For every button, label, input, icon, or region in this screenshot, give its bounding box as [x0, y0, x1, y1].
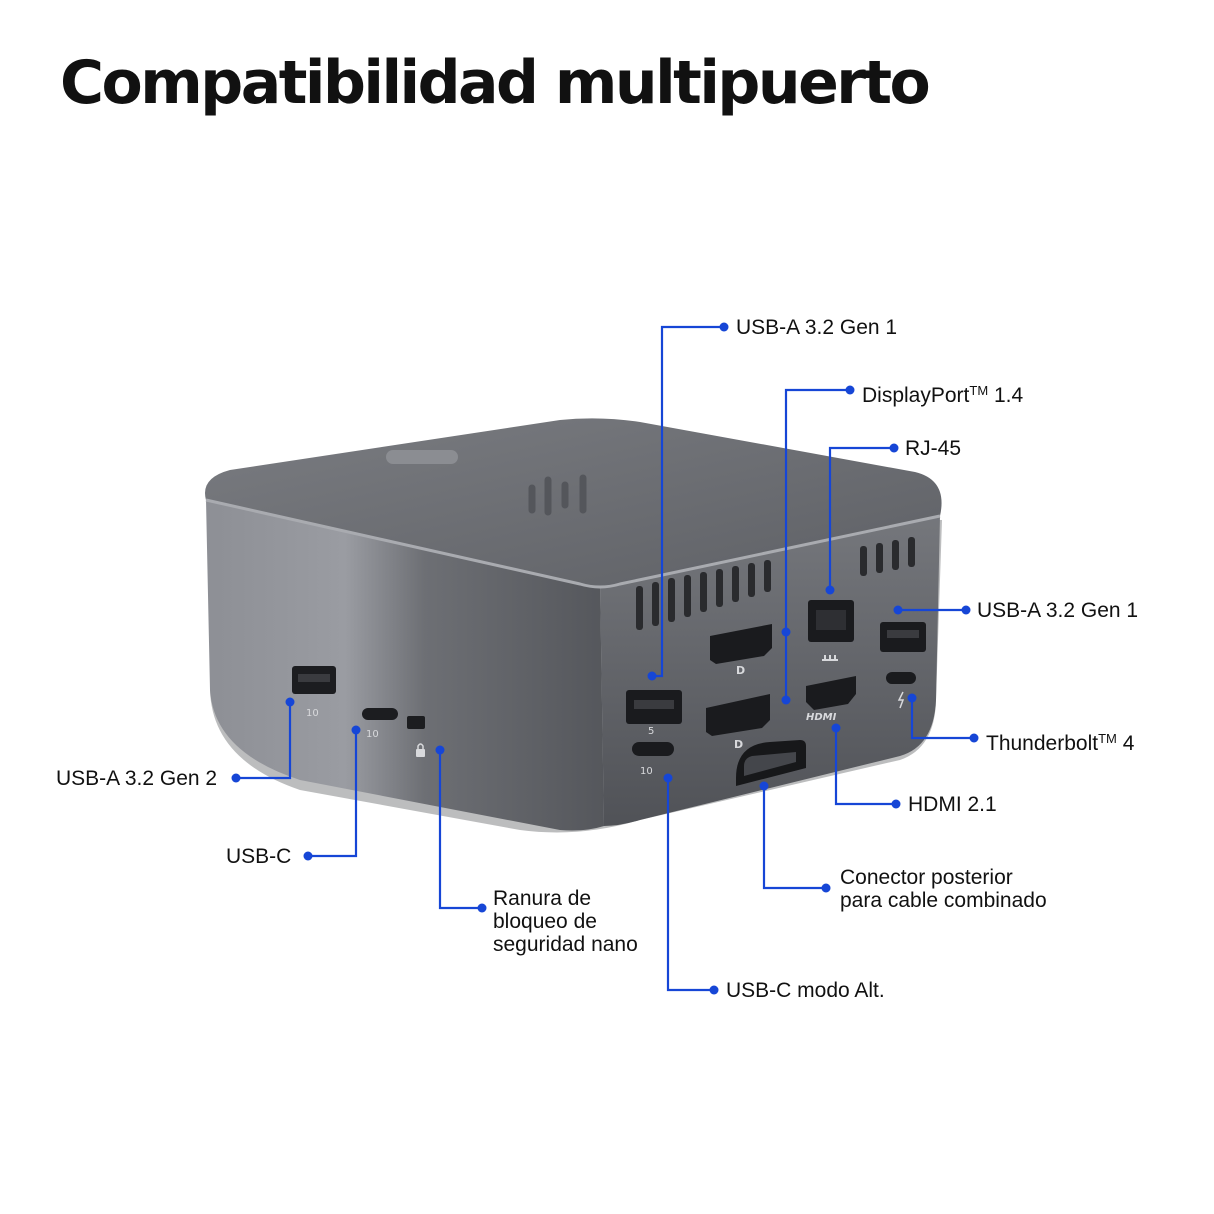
- dot-displayport-lower: [781, 695, 791, 705]
- dot-ranura-end: [477, 903, 487, 913]
- label-conector: Conector posterior para cable combinado: [840, 866, 1047, 912]
- dp-logo-lower: D: [734, 738, 743, 751]
- nano-lock-slot: [407, 716, 425, 729]
- label-ranura-line-3: seguridad nano: [493, 933, 638, 956]
- label-thunderbolt-ver: 4: [1116, 732, 1135, 755]
- callout-line-usba-gen2: [236, 702, 292, 780]
- dot-ranura-start: [435, 745, 445, 755]
- usb-a-back-speed-mark: 5: [648, 726, 654, 737]
- callout-dots: [231, 322, 979, 995]
- label-ranura-line-2: bloqueo de: [493, 910, 597, 933]
- vent-slots: [636, 537, 915, 630]
- thunderbolt-icon: [897, 691, 905, 709]
- label-rj45: RJ-45: [905, 437, 962, 460]
- rj45-port: [808, 600, 854, 642]
- callout-line-usbc-alt: [666, 778, 714, 992]
- label-displayport-tm: TM: [969, 383, 989, 398]
- callout-line-usbc: [308, 730, 358, 858]
- label-conector-line-2: para cable combinado: [840, 889, 1047, 912]
- label-thunderbolt: ThunderboltTM 4: [986, 727, 1134, 755]
- page-title: Compatibilidad multipuerto: [60, 48, 931, 118]
- displayport-upper: [710, 624, 772, 664]
- dot-usbc-alt-start: [663, 773, 673, 783]
- usb-a-back-port: [626, 690, 682, 724]
- dot-usba-gen2-start: [285, 697, 295, 707]
- callout-line-thunderbolt: [910, 698, 974, 740]
- usb-c-side-port: [362, 708, 398, 720]
- dp-logo-upper: D: [736, 664, 745, 677]
- label-conector-line-1: Conector posterior: [840, 866, 1013, 889]
- dot-rj45-end: [889, 443, 899, 453]
- callout-line-displayport: [784, 388, 850, 632]
- dot-usba-top-end: [719, 322, 729, 332]
- label-displayport: DisplayPortTM 1.4: [862, 379, 1023, 407]
- usb-a-speed-mark: 10: [306, 708, 319, 719]
- dot-displayport-end: [845, 385, 855, 395]
- dot-usbc-end: [303, 851, 313, 861]
- usb-c-speed-mark: 10: [366, 729, 379, 740]
- dot-displayport-upper: [781, 627, 791, 637]
- label-thunderbolt-tm: TM: [1098, 731, 1117, 746]
- dot-usba-right-start: [893, 605, 903, 615]
- thunderbolt-port: [886, 672, 916, 684]
- label-ranura: Ranura de bloqueo de seguridad nano: [493, 887, 638, 956]
- hdmi-port: [806, 676, 856, 710]
- callout-line-ranura: [438, 750, 482, 910]
- callout-line-usba-top: [652, 325, 724, 678]
- label-hdmi: HDMI 2.1: [908, 793, 997, 816]
- label-displayport-ver: 1.4: [988, 384, 1024, 407]
- dot-usba-top-start: [647, 671, 657, 681]
- label-usba-gen2: USB-A 3.2 Gen 2: [56, 767, 218, 790]
- callout-line-rj45: [828, 446, 894, 590]
- label-thunderbolt-name: Thunderbolt: [986, 732, 1099, 755]
- label-usba-top: USB-A 3.2 Gen 1: [736, 316, 898, 339]
- dot-hdmi-end: [891, 799, 901, 809]
- dot-usbc-start: [351, 725, 361, 735]
- callout-line-conector: [762, 786, 826, 890]
- dot-thunderbolt-end: [969, 733, 979, 743]
- lock-icon: [416, 743, 425, 757]
- label-usba-right: USB-A 3.2 Gen 1: [977, 599, 1139, 622]
- dot-hdmi-start: [831, 723, 841, 733]
- dot-usbc-alt-end: [709, 985, 719, 995]
- label-ranura-line-1: Ranura de: [493, 887, 592, 910]
- top-logo-icon: [386, 450, 587, 516]
- dot-thunderbolt-start: [907, 693, 917, 703]
- displayport-lower: [706, 694, 770, 736]
- usb-a-right-port: [880, 622, 926, 652]
- label-displayport-name: DisplayPort: [862, 384, 970, 407]
- network-icon: [822, 655, 838, 661]
- dot-conector-start: [759, 781, 769, 791]
- dot-rj45-start: [825, 585, 835, 595]
- dot-usba-gen2-end: [231, 773, 241, 783]
- combo-cable-connector: [736, 740, 806, 786]
- hdmi-logo: HDMI: [806, 712, 837, 723]
- usb-a-gen2-port: [292, 666, 336, 694]
- usb-c-alt-port: [632, 742, 674, 756]
- label-usbc-alt: USB-C modo Alt.: [726, 979, 885, 1002]
- usb-c-alt-speed-mark: 10: [640, 766, 653, 777]
- dot-usba-right-end: [961, 605, 971, 615]
- callout-lines: [236, 325, 974, 992]
- dot-conector-end: [821, 883, 831, 893]
- callout-line-hdmi: [834, 728, 896, 806]
- label-usbc: USB-C: [226, 845, 292, 868]
